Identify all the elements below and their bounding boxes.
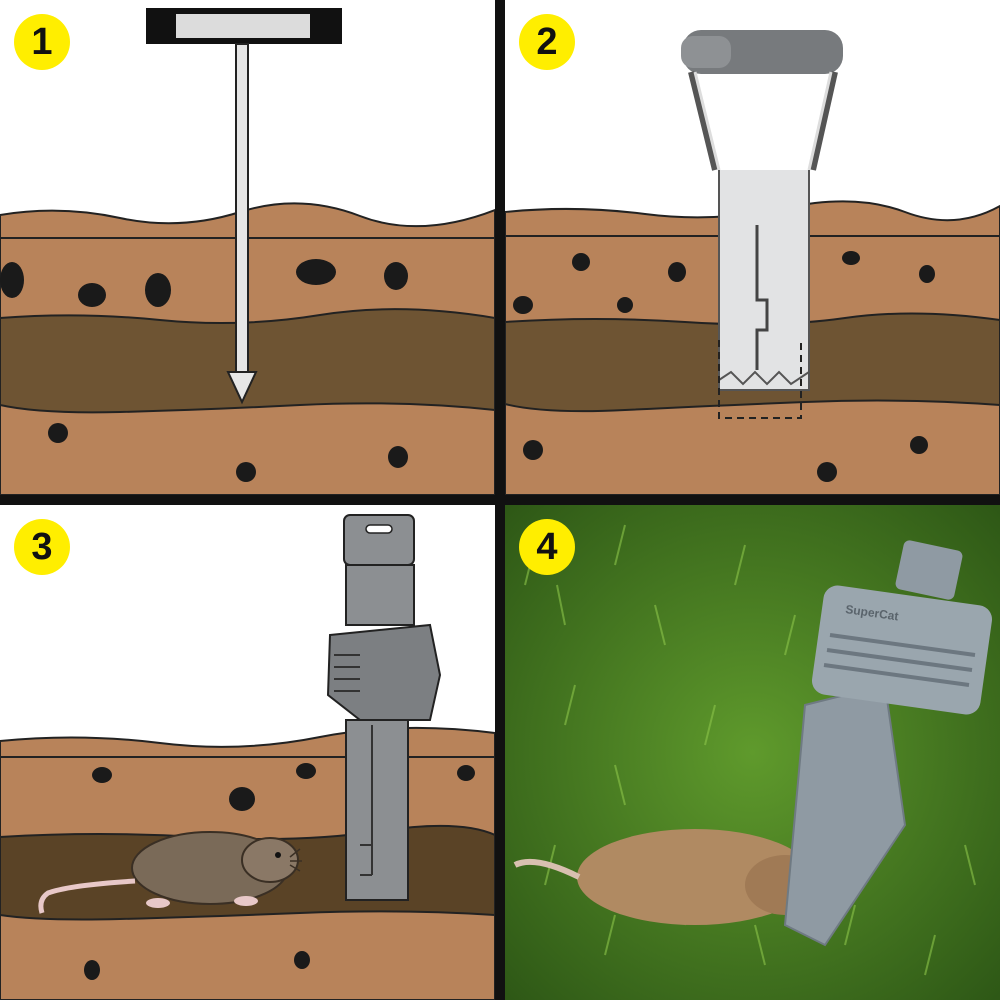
mole [38,831,302,914]
mole-trap-photo: SuperCat [783,540,993,947]
stones [0,259,408,482]
step-badge-1: 1 [14,14,70,70]
hole-outline [718,340,802,419]
trap-result-photo: SuperCat [505,505,1000,1000]
mole-trap [326,514,442,901]
panel-step-4: 4 SuperCat [505,505,1000,1000]
trap-set-illustration [0,505,495,1000]
panel-step-2: 2 [505,0,1000,495]
step-badge-4: 4 [519,519,575,575]
hole-cutter-illustration [505,0,1000,495]
soil-probe-illustration [0,0,495,495]
panel-step-3: 3 [0,505,495,1000]
step-badge-3: 3 [14,519,70,575]
stones [84,763,475,980]
step-badge-2: 2 [519,14,575,70]
stones [513,251,935,482]
t-probe-tool [146,8,342,405]
hole-cutter-tool [681,30,843,391]
panel-step-1: 1 [0,0,495,495]
